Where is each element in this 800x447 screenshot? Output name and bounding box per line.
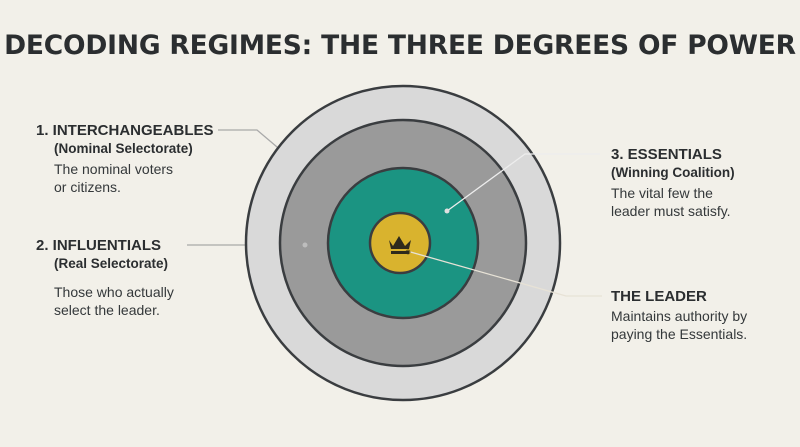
label-interchangeables: 1. INTERCHANGEABLES (Nominal Selectorate…	[36, 121, 214, 196]
label-influentials: 2. INFLUENTIALS (Real Selectorate) Those…	[36, 236, 174, 319]
sub-interchangeables: (Nominal Selectorate)	[54, 141, 193, 156]
desc-interchangeables-line1: The nominal voters	[54, 161, 174, 177]
heading-interchangeables: 1. INTERCHANGEABLES	[36, 122, 214, 139]
desc-influentials-line2: select the leader.	[54, 302, 160, 318]
label-essentials: 3. ESSENTIALS (Winning Coalition) The vi…	[611, 145, 735, 220]
sub-influentials: (Real Selectorate)	[54, 256, 169, 271]
leader-line-leader	[406, 250, 602, 297]
dot-influentials	[302, 242, 308, 248]
heading-leader: THE LEADER	[611, 288, 707, 305]
leader-line-essentials	[446, 153, 600, 212]
page-title: DECODING REGIMES: THE THREE DEGREES OF P…	[4, 30, 796, 61]
label-leader: THE LEADER Maintains authority by paying…	[611, 287, 747, 343]
desc-essentials-line1: The vital few the	[611, 185, 713, 201]
desc-interchangeables-line2: or citizens.	[54, 179, 121, 195]
dot-essentials	[444, 208, 450, 214]
heading-influentials: 2. INFLUENTIALS	[36, 237, 162, 254]
sub-essentials: (Winning Coalition)	[611, 165, 735, 180]
desc-leader-line1: Maintains authority by	[611, 308, 748, 324]
desc-essentials-line2: leader must satisfy.	[611, 203, 731, 219]
desc-influentials-line1: Those who actually	[54, 284, 174, 300]
desc-leader-line2: paying the Essentials.	[611, 326, 748, 342]
crown-icon	[389, 236, 411, 254]
heading-essentials: 3. ESSENTIALS	[611, 146, 722, 163]
